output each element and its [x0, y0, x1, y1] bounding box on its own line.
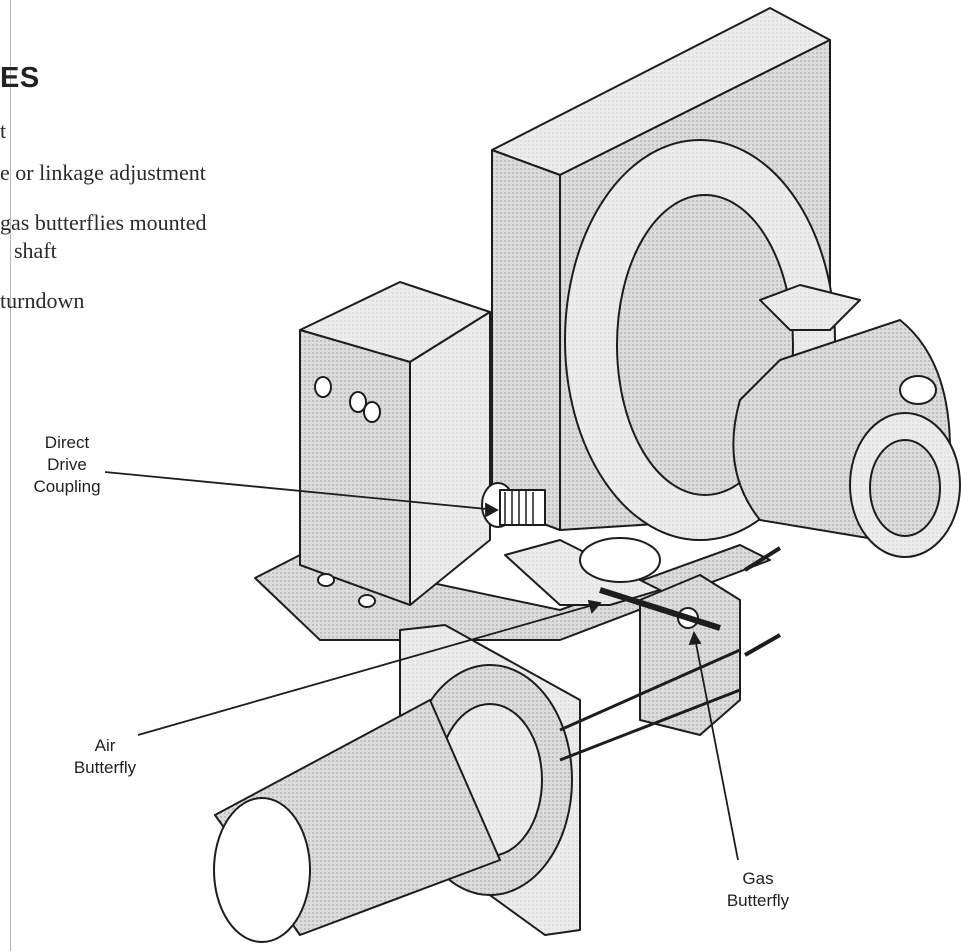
callout-direct-drive-line-3: Coupling	[33, 477, 101, 496]
housing-front	[491, 149, 561, 531]
callout-gas-butterfly-line-1: Gas	[742, 869, 774, 888]
leader-gas-butterfly	[693, 632, 739, 861]
feature-bullet-4: turndown	[0, 288, 85, 313]
control-box-side	[409, 311, 491, 606]
callout-air-butterfly-line-1: Air	[94, 736, 116, 755]
column-divider	[10, 0, 11, 951]
feature-bullet-3-cont: shaft	[14, 238, 57, 263]
callout-air-butterfly: Air Butterfly	[60, 735, 150, 779]
callout-direct-drive-line-2: Drive	[47, 455, 87, 474]
blast-tube-opening	[213, 797, 311, 943]
callout-direct-drive-line-1: Direct	[44, 433, 90, 452]
feature-bullet-2: e or linkage adjustment	[0, 160, 206, 185]
air-butterfly-plate	[504, 539, 661, 606]
motor-bracket	[759, 284, 861, 331]
feature-bullet-1: t	[0, 118, 7, 143]
callout-direct-drive-coupling: Direct Drive Coupling	[28, 432, 106, 498]
control-box-front	[299, 329, 411, 606]
gas-piping	[639, 574, 741, 736]
callout-gas-butterfly: Gas Butterfly	[712, 868, 804, 912]
callout-gas-butterfly-line-2: Butterfly	[726, 891, 790, 910]
leader-direct-drive	[104, 471, 498, 511]
leader-air-butterfly	[137, 602, 601, 736]
section-heading: ES	[0, 62, 40, 94]
feature-bullet-3: gas butterflies mounted	[0, 210, 207, 235]
callout-air-butterfly-line-2: Butterfly	[73, 758, 137, 777]
